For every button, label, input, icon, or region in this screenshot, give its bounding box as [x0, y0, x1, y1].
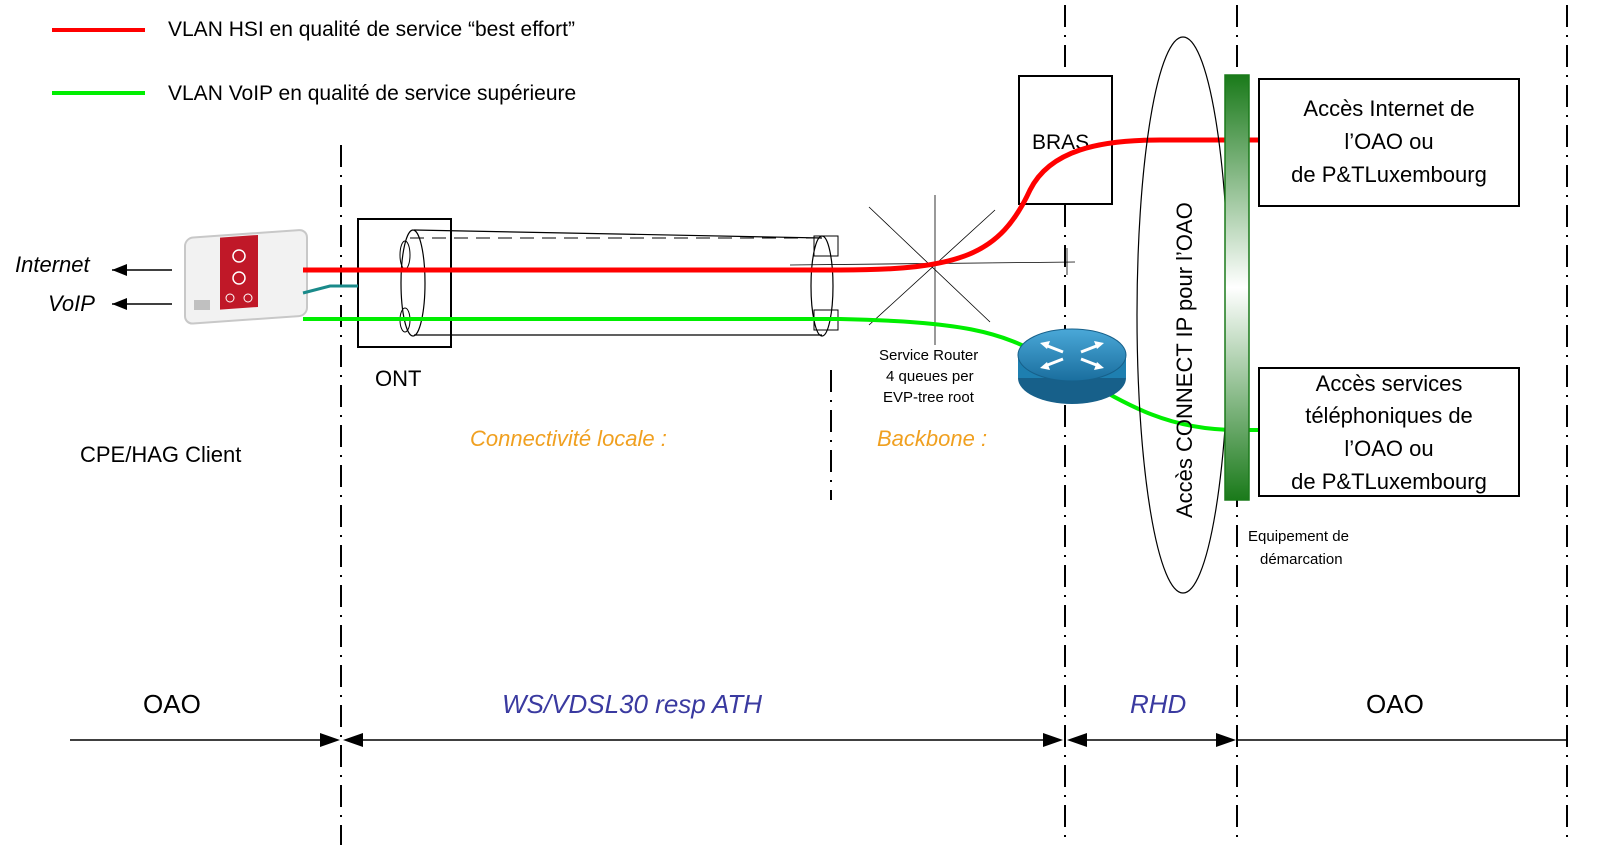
bras-label: BRAS — [1032, 131, 1089, 154]
zone-ws: WS/VDSL30 resp ATH — [502, 689, 762, 719]
internet-box-line3: de P&TLuxembourg — [1291, 162, 1487, 187]
service-router-icon — [1017, 328, 1127, 404]
demarcation-line1: Equipement de — [1248, 528, 1349, 545]
demarcation-equipment — [1224, 74, 1250, 501]
client-voip-label: VoIP — [48, 291, 95, 316]
services-box-line1: Accès services — [1316, 371, 1463, 396]
internet-box-line1: Accès Internet de — [1303, 96, 1474, 121]
backbone-label: Backbone : — [877, 426, 987, 451]
services-box-line3: l’OAO ou — [1344, 436, 1433, 461]
internet-access-box — [1258, 78, 1520, 207]
client-internet-label: Internet — [15, 252, 90, 277]
acces-connect-label: Accès CONNECT IP pour l’OAO — [1172, 202, 1197, 518]
demarcation-line2: démarcation — [1260, 551, 1343, 568]
cpe-device-icon — [184, 229, 308, 325]
zone-oao-left: OAO — [143, 689, 201, 719]
router-line3: EVP-tree root — [883, 389, 975, 406]
services-access-box — [1258, 367, 1520, 497]
ont-box — [357, 218, 452, 348]
ont-label: ONT — [375, 366, 421, 391]
internet-box-line2: l’OAO ou — [1344, 129, 1433, 154]
zone-oao-right: OAO — [1366, 689, 1424, 719]
router-line2: 4 queues per — [886, 368, 974, 385]
router-line1: Service Router — [879, 347, 978, 364]
cpe-ont-teal-wire — [302, 284, 358, 295]
zone-rhd: RHD — [1130, 689, 1186, 719]
services-box-line2: téléphoniques de — [1305, 403, 1473, 428]
legend-hsi-label: VLAN HSI en qualité de service “best eff… — [168, 18, 575, 41]
hsi-vlan-line — [303, 137, 1262, 273]
legend-voip-label: VLAN VoIP en qualité de service supérieu… — [168, 82, 576, 105]
cpe-label: CPE/HAG Client — [80, 442, 241, 467]
connectivite-label: Connectivité locale : — [470, 426, 667, 451]
services-box-line4: de P&TLuxembourg — [1291, 469, 1487, 494]
zone-timeline — [70, 733, 1567, 747]
